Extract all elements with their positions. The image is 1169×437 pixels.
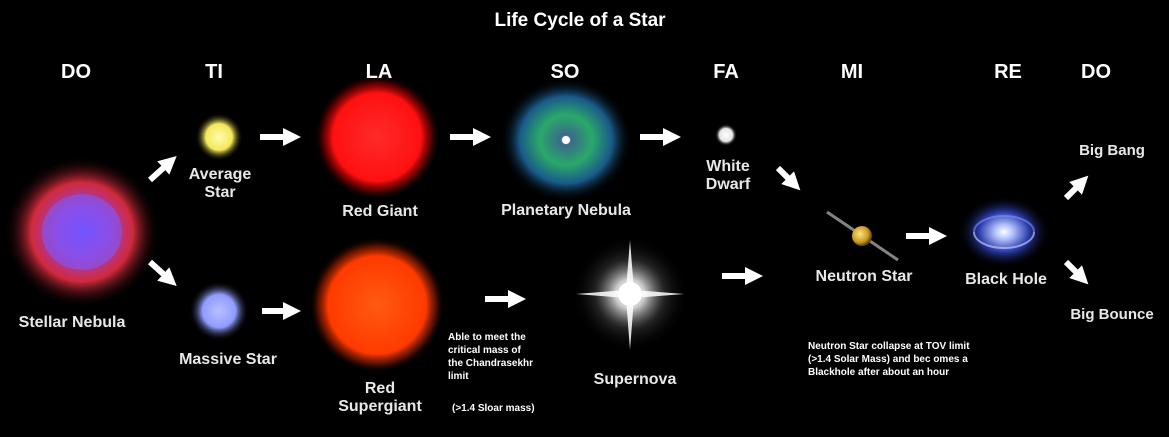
annotation-chandrasekhar-line1: Able to meet the <box>448 332 526 343</box>
annotation-tov-line2: (>1.4 Solar Mass) and bec omes a <box>808 354 968 365</box>
label-supernova: Supernova <box>593 371 677 388</box>
label-white-dwarf-line2: Dwarf <box>705 176 751 193</box>
note-do-2: DO <box>1081 61 1111 83</box>
label-white-dwarf-line1: White <box>706 158 750 175</box>
label-red-supergiant-line2: Supergiant <box>338 398 422 415</box>
arrow-white-dwarf-to-neutron <box>775 165 801 191</box>
label-stellar-nebula: Stellar Nebula <box>18 314 126 331</box>
red-supergiant-image <box>309 237 445 373</box>
planetary-nebula-image <box>500 78 632 202</box>
label-planetary-nebula: Planetary Nebula <box>501 202 631 219</box>
label-average-star-line1: Average <box>188 166 252 183</box>
note-ti: TI <box>205 61 223 83</box>
diagram-title: Life Cycle of a Star <box>494 10 666 31</box>
note-mi: MI <box>840 61 864 83</box>
label-average-star-line2: Star <box>204 184 236 201</box>
neutron-star-image <box>826 210 899 262</box>
label-red-supergiant: Red Supergiant <box>310 380 450 416</box>
label-black-hole: Black Hole <box>965 271 1047 288</box>
annotation-chandrasekhar-line4: limit <box>448 371 469 382</box>
arrow-nebula-to-average <box>147 155 177 183</box>
supernova-image <box>572 236 692 356</box>
arrow-black-hole-to-big-bounce <box>1063 259 1089 285</box>
label-neutron-star: Neutron Star <box>815 268 913 285</box>
massive-star-image <box>189 281 249 341</box>
label-big-bang: Big Bang <box>1079 142 1145 159</box>
black-hole-image <box>958 196 1050 268</box>
annotation-chandrasekhar: Able to meet the critical mass of the Ch… <box>448 331 558 383</box>
note-so: SO <box>550 61 580 83</box>
note-do-1: DO <box>61 61 91 83</box>
label-massive-star: Massive Star <box>179 351 277 368</box>
note-la: LA <box>365 61 393 83</box>
arrow-nebula-to-massive <box>147 259 177 287</box>
annotation-chandrasekhar-line3: the Chandrasekhr <box>448 358 534 369</box>
annotation-tov-line1: Neutron Star collapse at TOV limit <box>808 341 970 352</box>
chandrasekhar-box <box>436 326 556 418</box>
annotation-tov-line3: Blackhole after about an hour <box>808 367 950 378</box>
label-big-bounce: Big Bounce <box>1070 306 1154 323</box>
white-dwarf-image <box>715 124 737 146</box>
label-red-supergiant-line1: Red <box>364 380 396 397</box>
note-fa: FA <box>713 61 739 83</box>
arrow-black-hole-to-big-bang <box>1063 175 1089 201</box>
label-average-star: Average Star <box>170 166 270 202</box>
annotation-tov: Neutron Star collapse at TOV limit (>1.4… <box>808 340 1048 379</box>
average-star-image <box>195 113 243 161</box>
annotation-sloar-mass: (>1.4 Sloar mass) <box>452 403 535 414</box>
red-giant-image <box>314 74 440 200</box>
annotation-chandrasekhar-line2: critical mass of <box>448 345 521 356</box>
label-red-giant: Red Giant <box>342 203 418 220</box>
note-re: RE <box>994 61 1022 83</box>
stellar-nebula-image <box>4 156 160 308</box>
label-white-dwarf: White Dwarf <box>684 158 772 194</box>
